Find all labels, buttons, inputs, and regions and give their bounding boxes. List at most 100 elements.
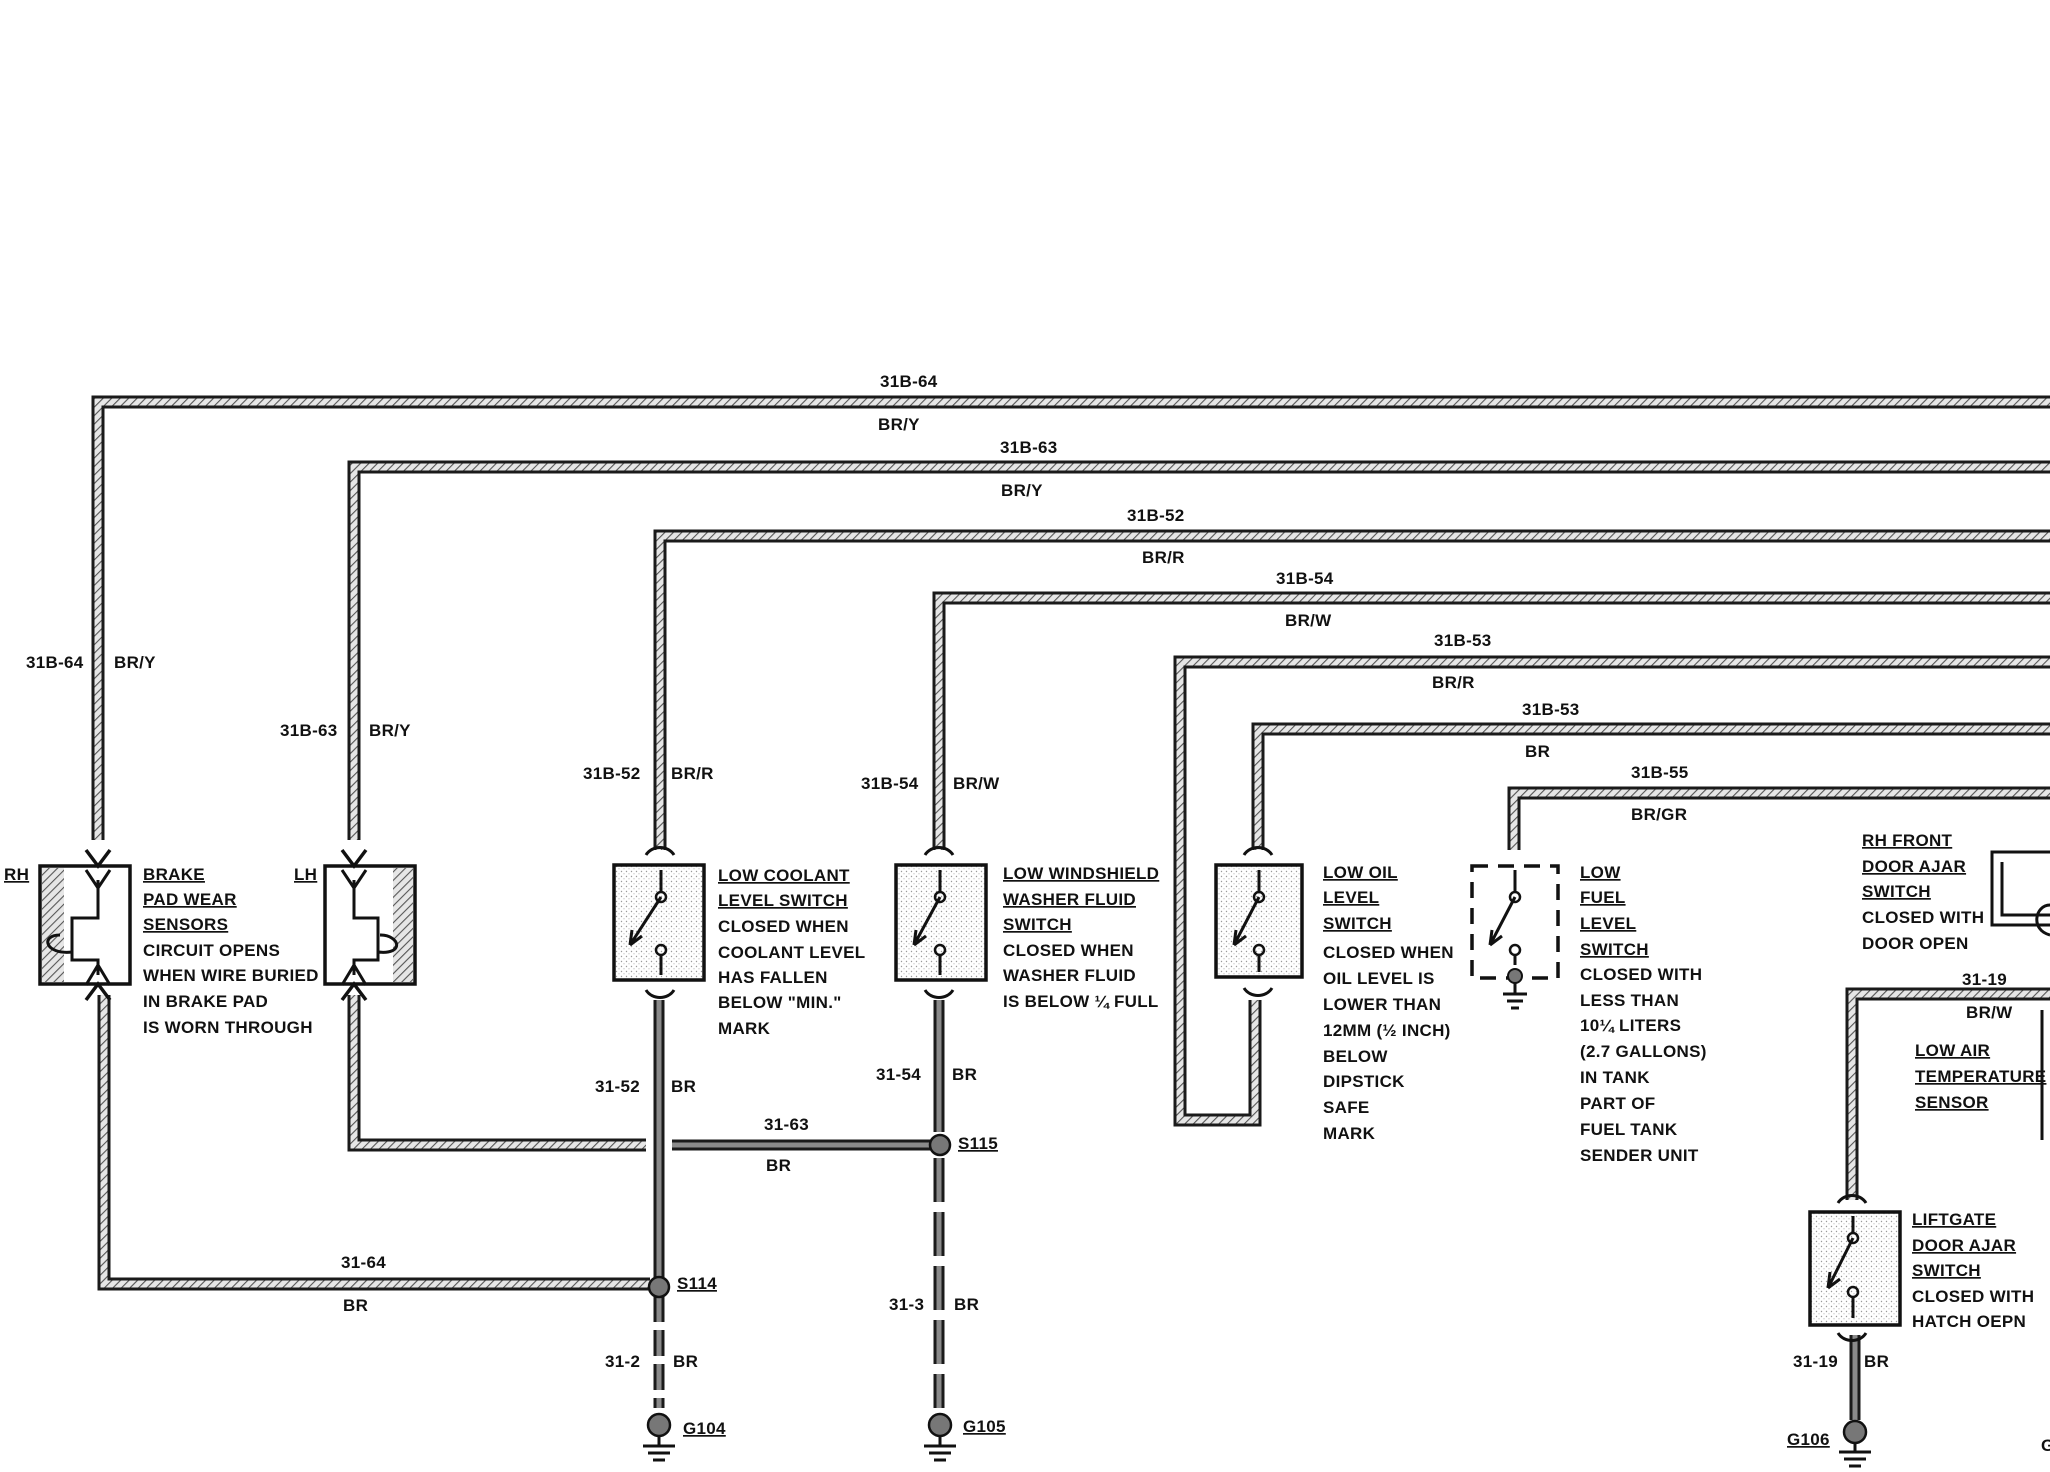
brake-line-6: IS WORN THROUGH bbox=[143, 1018, 313, 1037]
coolant-line-2: CLOSED WHEN bbox=[718, 917, 849, 936]
label-br-19-lower: BR bbox=[1864, 1352, 1889, 1371]
label-brgr-55-top: BR/GR bbox=[1631, 805, 1687, 824]
fuel-line-7: (2.7 GALLONS) bbox=[1580, 1042, 1707, 1061]
label-br-54: BR bbox=[952, 1065, 977, 1084]
fuel-line-3: SWITCH bbox=[1580, 940, 1649, 959]
fuel-line-5: LESS THAN bbox=[1580, 991, 1679, 1010]
label-31-19-top: 31-19 bbox=[1962, 970, 2007, 989]
low-washer-description: LOW WINDSHIELD WASHER FLUID SWITCH CLOSE… bbox=[1003, 864, 1159, 1011]
fuel-line-1: FUEL bbox=[1580, 888, 1626, 907]
label-brr-52-top: BR/R bbox=[1142, 548, 1185, 567]
lh-sensor-top-arrow bbox=[340, 848, 368, 869]
fuel-line-10: FUEL TANK bbox=[1580, 1120, 1678, 1139]
wire-31b-53-run bbox=[1251, 722, 2050, 850]
rhdoor-line-3: CLOSED WITH bbox=[1862, 908, 1984, 927]
label-31-52: 31-52 bbox=[595, 1077, 640, 1096]
brake-line-2: SENSORS bbox=[143, 915, 228, 934]
washer-line-3: CLOSED WHEN bbox=[1003, 941, 1134, 960]
rh-front-door-ajar-description: RH FRONT DOOR AJAR SWITCH CLOSED WITH DO… bbox=[1862, 831, 1984, 953]
label-br-53b-top: BR bbox=[1525, 742, 1550, 761]
low-air-temp-description: LOW AIR TEMPERATURE SENSOR bbox=[1915, 1041, 2046, 1112]
liftgate-line-3: CLOSED WITH bbox=[1912, 1287, 2034, 1306]
label-31-64: 31-64 bbox=[341, 1253, 386, 1272]
washer-line-4: WASHER FLUID bbox=[1003, 966, 1136, 985]
label-brr-52-vert: BR/R bbox=[671, 764, 714, 783]
fuel-line-4: CLOSED WITH bbox=[1580, 965, 1702, 984]
label-31-3: 31-3 bbox=[889, 1295, 924, 1314]
wire-31b-52-run bbox=[653, 529, 2050, 850]
liftgate-line-2: SWITCH bbox=[1912, 1261, 1981, 1280]
label-g105: G105 bbox=[963, 1417, 1006, 1436]
rh-sensor-top-arrow bbox=[84, 848, 112, 869]
rh-sensor-bottom-arrow bbox=[84, 981, 112, 1002]
label-br-2: BR bbox=[673, 1352, 698, 1371]
oil-line-9: SAFE bbox=[1323, 1098, 1370, 1117]
label-brw-54-vert: BR/W bbox=[953, 774, 1000, 793]
label-br-63: BR bbox=[766, 1156, 791, 1175]
brake-line-3: CIRCUIT OPENS bbox=[143, 941, 280, 960]
label-31-54: 31-54 bbox=[876, 1065, 921, 1084]
label-br-64: BR bbox=[343, 1296, 368, 1315]
wire-31b-55-run bbox=[1507, 786, 2050, 850]
oil-line-4: OIL LEVEL IS bbox=[1323, 969, 1435, 988]
label-31b-52-vert: 31B-52 bbox=[583, 764, 641, 783]
airtemp-line-0: LOW AIR bbox=[1915, 1041, 1990, 1060]
edge-mark: G bbox=[2041, 1436, 2050, 1455]
low-fuel-description: LOW FUEL LEVEL SWITCH CLOSED WITH LESS T… bbox=[1580, 863, 1707, 1165]
label-31b-53b-top: 31B-53 bbox=[1522, 700, 1580, 719]
label-31b-63-top: 31B-63 bbox=[1000, 438, 1058, 457]
airtemp-line-2: SENSOR bbox=[1915, 1093, 1989, 1112]
label-br-52: BR bbox=[671, 1077, 696, 1096]
fuel-line-2: LEVEL bbox=[1580, 914, 1636, 933]
oil-line-2: SWITCH bbox=[1323, 914, 1392, 933]
label-bry-63-top: BR/Y bbox=[1001, 481, 1043, 500]
wire-31-64-run bbox=[97, 995, 650, 1291]
fuel-line-11: SENDER UNIT bbox=[1580, 1146, 1699, 1165]
label-31b-64-top: 31B-64 bbox=[880, 372, 938, 391]
low-coolant-switch bbox=[612, 846, 706, 999]
fuel-line-9: PART OF bbox=[1580, 1094, 1655, 1113]
splice-s114 bbox=[647, 1275, 671, 1299]
liftgate-door-ajar-description: LIFTGATE DOOR AJAR SWITCH CLOSED WITH HA… bbox=[1912, 1210, 2034, 1331]
low-fuel-level-switch bbox=[1470, 864, 1560, 1010]
label-brw-19-top: BR/W bbox=[1966, 1003, 2013, 1022]
label-s114: S114 bbox=[677, 1274, 717, 1293]
coolant-line-0: LOW COOLANT bbox=[718, 866, 850, 885]
oil-line-5: LOWER THAN bbox=[1323, 995, 1441, 1014]
rhdoor-line-0: RH FRONT bbox=[1862, 831, 1953, 850]
oil-line-0: LOW OIL bbox=[1323, 863, 1398, 882]
lh-sensor-bottom-arrow bbox=[340, 981, 368, 1002]
fuel-line-0: LOW bbox=[1580, 863, 1621, 882]
oil-line-3: CLOSED WHEN bbox=[1323, 943, 1454, 962]
rh-brake-pad-sensor bbox=[38, 864, 132, 986]
wire-31b-63-run bbox=[347, 460, 2050, 840]
oil-line-10: MARK bbox=[1323, 1124, 1376, 1143]
label-rh: RH bbox=[4, 865, 29, 884]
rhdoor-line-4: DOOR OPEN bbox=[1862, 934, 1969, 953]
washer-line-1: WASHER FLUID bbox=[1003, 890, 1136, 909]
coolant-line-4: HAS FALLEN bbox=[718, 968, 828, 987]
label-g104: G104 bbox=[683, 1419, 726, 1438]
brake-line-0: BRAKE bbox=[143, 865, 205, 884]
label-31-19-lower: 31-19 bbox=[1793, 1352, 1838, 1371]
label-31b-64-vert: 31B-64 bbox=[26, 653, 84, 672]
label-31b-54-vert: 31B-54 bbox=[861, 774, 919, 793]
washer-line-5: IS BELOW ¼ FULL bbox=[1003, 992, 1159, 1011]
label-31-2: 31-2 bbox=[605, 1352, 640, 1371]
lh-brake-pad-sensor bbox=[323, 864, 417, 986]
coolant-line-5: BELOW "MIN." bbox=[718, 993, 842, 1012]
wire-31-19-run bbox=[1845, 987, 2050, 1200]
ground-g106-symbol bbox=[1839, 1419, 1871, 1468]
brake-line-4: WHEN WIRE BURIED bbox=[143, 966, 319, 985]
low-oil-level-switch bbox=[1214, 846, 1304, 997]
label-bry-64-top: BR/Y bbox=[878, 415, 920, 434]
label-31b-55-top: 31B-55 bbox=[1631, 763, 1689, 782]
coolant-line-1: LEVEL SWITCH bbox=[718, 891, 848, 910]
low-oil-description: LOW OIL LEVEL SWITCH CLOSED WHEN OIL LEV… bbox=[1323, 863, 1454, 1143]
splice-s115 bbox=[928, 1133, 952, 1157]
wire-31b-53-loop bbox=[1173, 655, 2050, 1127]
oil-line-1: LEVEL bbox=[1323, 888, 1379, 907]
liftgate-line-0: LIFTGATE bbox=[1912, 1210, 1996, 1229]
wire-31b-64-run bbox=[91, 395, 2050, 840]
